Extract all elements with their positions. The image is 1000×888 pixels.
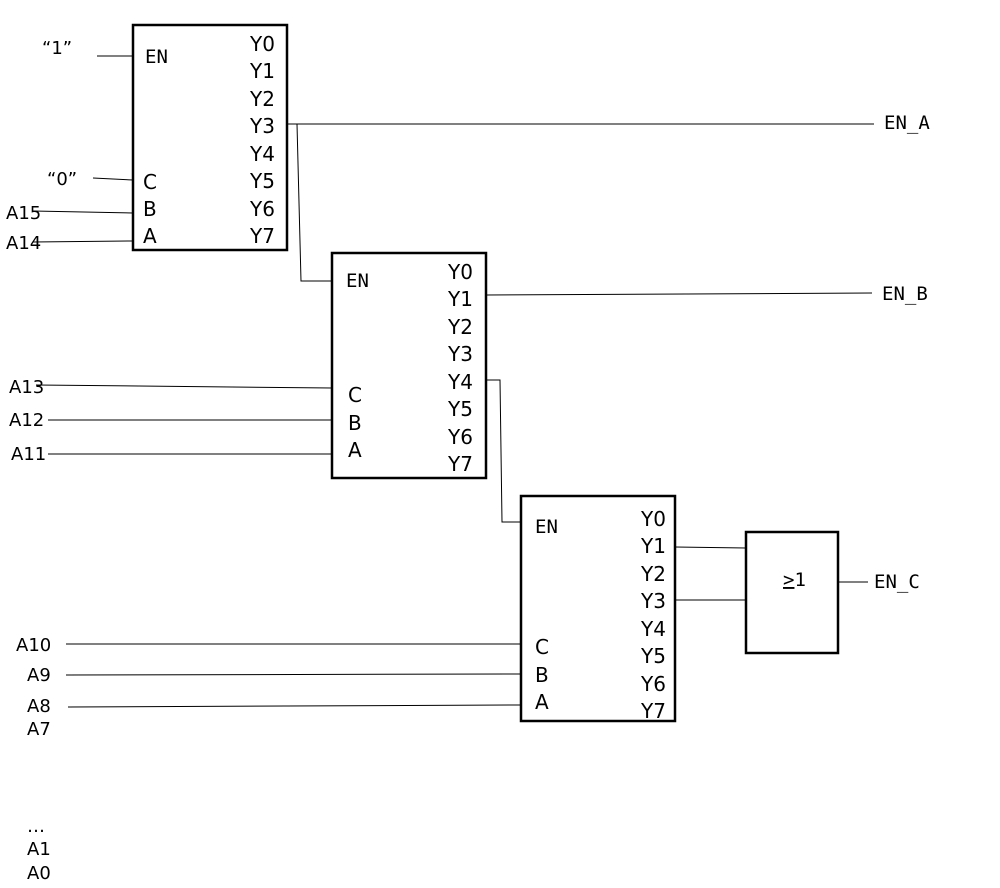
wire-a9-to-b — [65, 673, 522, 676]
or-gate-one-symbol: 1 — [794, 569, 805, 591]
decoder-3-y2: Y2 — [640, 562, 666, 586]
decoder-1-y6: Y6 — [249, 197, 275, 221]
decoder-1-y1: Y1 — [249, 59, 275, 83]
wire-zero-to-c — [92, 177, 134, 181]
or-gate-ge-symbol: > — [783, 569, 794, 591]
decoder-2-en-label: EN — [346, 270, 369, 292]
decoder-2-y0: Y0 — [447, 260, 473, 284]
decoder-2-b-label: B — [348, 411, 362, 435]
decoder-1-box — [131, 23, 289, 252]
decoder-2-c-label: C — [348, 383, 362, 407]
wire-a14-to-a — [32, 240, 134, 243]
input-a7-label: A7 — [27, 719, 51, 740]
wire-y4-to-decoder-3-en — [486, 379, 521, 523]
decoder-2-a-label: A — [348, 438, 362, 462]
decoder-2-y5: Y5 — [447, 397, 473, 421]
wire-y3-to-decoder-2-en — [296, 123, 332, 282]
input-a0-label: A0 — [27, 863, 51, 884]
input-a8-label: A8 — [27, 696, 51, 717]
or-gate-box — [744, 530, 840, 655]
wire-y1-to-en-b — [485, 292, 873, 296]
wire-a8-to-a — [67, 704, 522, 708]
output-en-a-label: EN_A — [884, 112, 930, 134]
decoder-3-y3: Y3 — [640, 589, 666, 613]
decoder-3-y6: Y6 — [640, 672, 666, 696]
decoder-2-y2: Y2 — [447, 315, 473, 339]
wire-y1-to-or-gate — [674, 546, 747, 549]
decoder-3-c-label: C — [535, 635, 549, 659]
decoder-2-y1: Y1 — [447, 287, 473, 311]
decoder-1-y4: Y4 — [249, 142, 275, 166]
decoder-1-y7: Y7 — [249, 224, 275, 248]
decoder-2-y4: Y4 — [447, 370, 473, 394]
output-en-b-label: EN_B — [882, 283, 928, 305]
wire-a15-to-b — [32, 210, 134, 214]
decoder-1-b-label: B — [143, 197, 157, 221]
constant-zero-label: “0” — [47, 169, 77, 190]
constant-one-label: “1” — [42, 38, 72, 59]
decoder-1-c-label: C — [143, 170, 157, 194]
input-a10-label: A10 — [16, 635, 51, 656]
input-a12-label: A12 — [9, 410, 44, 431]
decoder-3-y5: Y5 — [640, 644, 666, 668]
decoder-1-y3: Y3 — [249, 114, 275, 138]
decoder-3-b-label: B — [535, 663, 549, 687]
wire-a13-to-c — [35, 384, 333, 389]
input-a15-label: A15 — [6, 203, 41, 224]
decoder-2-y6: Y6 — [447, 425, 473, 449]
decoder-1-en-label: EN — [145, 46, 168, 68]
decoder-2-y7: Y7 — [447, 452, 473, 476]
output-en-c-label: EN_C — [874, 571, 920, 593]
input-a14-label: A14 — [6, 233, 41, 254]
or-gate-symbol: >1 — [783, 569, 806, 591]
decoder-1-y2: Y2 — [249, 87, 275, 111]
decoder-2-box — [330, 251, 488, 480]
decoder-3-y7: Y7 — [640, 699, 666, 723]
decoder-3-y0: Y0 — [640, 507, 666, 531]
decoder-1-y5: Y5 — [249, 169, 275, 193]
decoder-3-y1: Y1 — [640, 534, 666, 558]
decoder-3-en-label: EN — [535, 516, 558, 538]
input-a11-label: A11 — [11, 444, 46, 465]
decoder-1-y0: Y0 — [249, 32, 275, 56]
input-a13-label: A13 — [9, 377, 44, 398]
decoder-2-y3: Y3 — [447, 342, 473, 366]
decoder-1-a-label: A — [143, 224, 157, 248]
decoder-3-a-label: A — [535, 690, 549, 714]
input-ellipsis: … — [27, 816, 45, 837]
decoder-3-box — [519, 494, 677, 723]
input-a1-label: A1 — [27, 839, 51, 860]
decoder-3-y4: Y4 — [640, 617, 666, 641]
input-a9-label: A9 — [27, 665, 51, 686]
